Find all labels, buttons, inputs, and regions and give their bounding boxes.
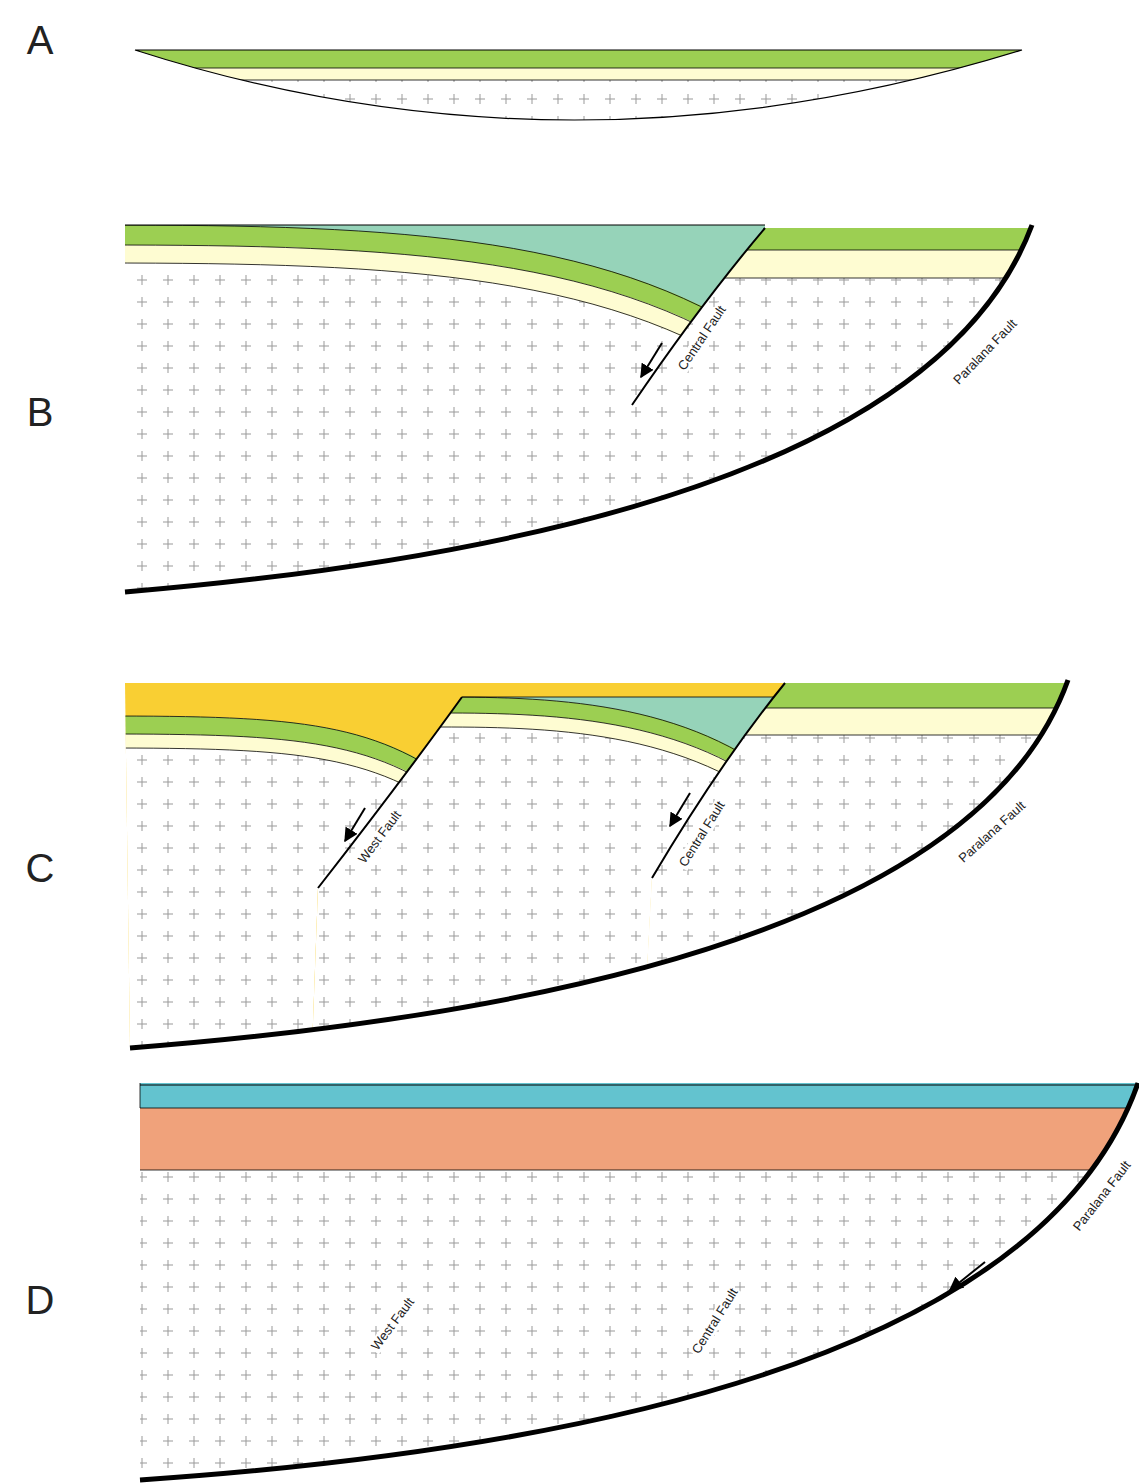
panel-letter: C (26, 846, 55, 890)
panel-d (113, 482, 1139, 1483)
panel-b (100, 215, 1100, 648)
panel-letter: B (27, 390, 54, 434)
panel-c (100, 678, 1100, 1103)
panel-letter: A (27, 18, 54, 62)
panel-a (130, 45, 1030, 135)
panel-letter: D (26, 1278, 55, 1322)
